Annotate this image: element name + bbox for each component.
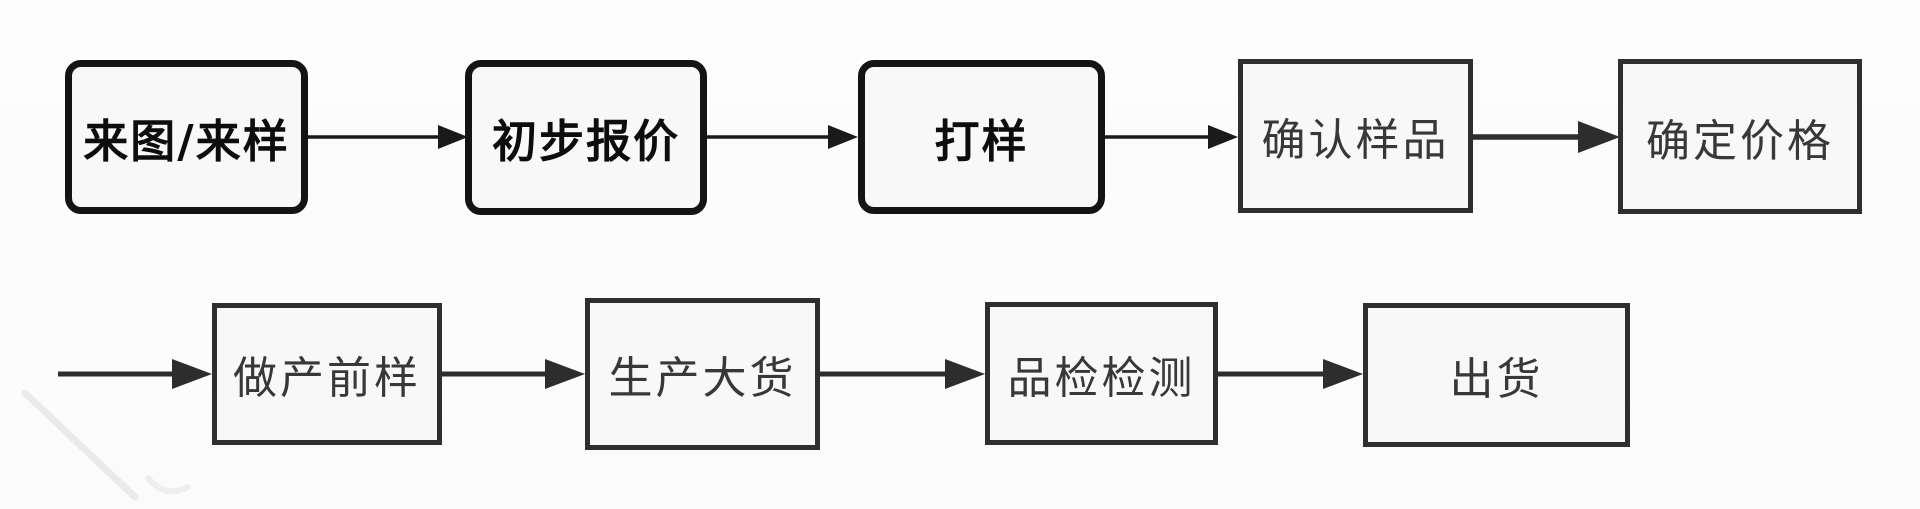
arrow-r2-2 <box>819 359 985 389</box>
node-quality-inspection: 品检检测 <box>985 302 1218 445</box>
arrow-r2-lead <box>58 359 212 389</box>
arrow-r1-4 <box>1472 121 1620 153</box>
arrow-r2-1 <box>441 359 585 389</box>
node-confirm-price: 确定价格 <box>1618 59 1862 214</box>
arrow-r1-1 <box>307 125 468 149</box>
node-label: 做产前样 <box>233 353 421 404</box>
node-label: 确认样品 <box>1261 115 1450 166</box>
node-label: 确定价格 <box>1646 115 1834 167</box>
arrow-r1-3 <box>1104 125 1238 149</box>
node-label: 打样 <box>934 114 1029 168</box>
node-sampling: 打样 <box>858 60 1105 214</box>
node-shipment: 出货 <box>1363 303 1630 447</box>
node-label: 初步报价 <box>491 115 680 168</box>
arrow-r1-2 <box>706 125 858 149</box>
arrow-r2-3 <box>1217 359 1363 389</box>
node-confirm-sample: 确认样品 <box>1238 59 1473 213</box>
node-mass-production: 生产大货 <box>585 298 820 450</box>
node-preproduction-sample: 做产前样 <box>212 303 442 445</box>
node-initial-quote: 初步报价 <box>465 60 707 215</box>
node-label: 来图/来样 <box>83 114 290 168</box>
node-incoming-design-sample: 来图/来样 <box>65 60 308 214</box>
node-label: 生产大货 <box>608 353 797 404</box>
node-label: 出货 <box>1449 354 1544 405</box>
node-label: 品检检测 <box>1007 352 1196 404</box>
watermark-strokes <box>21 389 191 501</box>
